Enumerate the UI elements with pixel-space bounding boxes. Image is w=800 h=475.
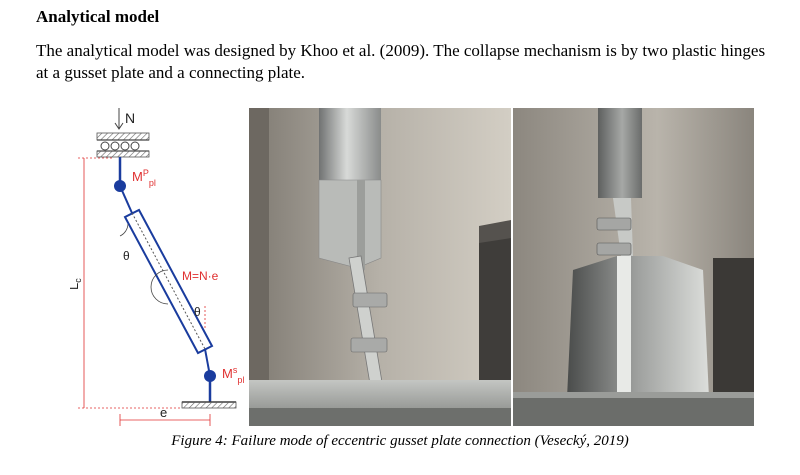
length-dimension: [78, 157, 182, 409]
test-photo-left: [249, 108, 511, 426]
load-label: N: [125, 110, 135, 126]
moment-label: M=N·e: [182, 269, 219, 283]
top-roller-support: [96, 132, 150, 158]
bottom-hinge-label: Mspl: [222, 365, 244, 385]
eccentricity-dimension: [119, 414, 211, 426]
bottom-fixed-support: [181, 401, 237, 409]
angle-label-bottom: θ: [194, 305, 201, 319]
inclined-plate: [123, 208, 214, 355]
top-hinge-label: MPpl: [132, 168, 156, 188]
test-photo-right: [513, 108, 754, 426]
body-paragraph: The analytical model was designed by Kho…: [36, 41, 766, 82]
eccentricity-label: e: [160, 405, 167, 420]
collapse-mechanism-diagram: N MPpl θ M=N·e θ Mspl Lc: [70, 108, 244, 426]
angle-label-top: θ: [123, 249, 130, 263]
length-label: Lc: [70, 278, 83, 290]
figure-caption: Figure 4: Failure mode of eccentric guss…: [171, 433, 629, 449]
load-arrow: [114, 108, 124, 130]
section-heading: Analytical model: [36, 7, 160, 26]
